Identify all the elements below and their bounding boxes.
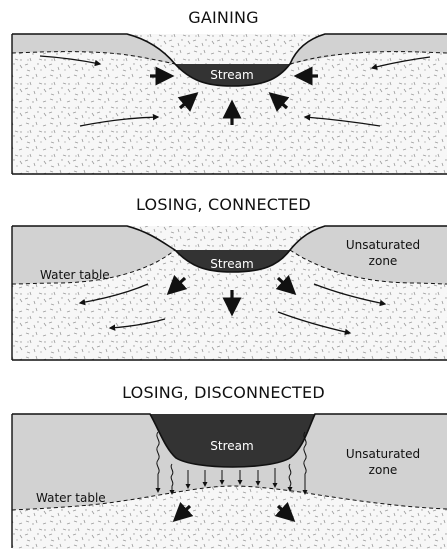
flow-arrow xyxy=(277,311,352,336)
seepage-arrows xyxy=(155,431,308,495)
water-table-right xyxy=(289,249,447,285)
water-table-right xyxy=(289,51,447,65)
flow-arrow xyxy=(303,114,381,127)
unsaturated-zone-label-line2: zone xyxy=(369,254,398,268)
flow-arrow xyxy=(313,283,387,307)
flow-arrow xyxy=(172,501,194,523)
flow-arrows xyxy=(172,501,296,523)
unsaturated-zone-label-line1: Unsaturated xyxy=(346,447,420,461)
seepage-arrow xyxy=(287,463,293,492)
flow-arrow xyxy=(177,92,199,112)
flow-arrows xyxy=(39,55,431,127)
flow-arrow xyxy=(268,92,290,112)
water-table-left xyxy=(11,249,176,285)
water-table xyxy=(11,485,447,511)
panel-title-losing-connected: LOSING, CONNECTED xyxy=(136,195,311,214)
flow-arrow xyxy=(39,55,102,67)
stream-label: Stream xyxy=(210,439,253,453)
panel-title-losing-disconnected: LOSING, DISCONNECTED xyxy=(122,383,325,402)
flow-arrow xyxy=(78,283,149,306)
water-table-left xyxy=(11,51,176,65)
saturated-zone xyxy=(12,34,447,174)
stream xyxy=(175,250,290,272)
seepage-arrow xyxy=(155,431,161,493)
unsaturated-zone-left xyxy=(12,226,175,284)
unsaturated-zone-label-line1: Unsaturated xyxy=(346,238,420,252)
unsaturated-zone-right xyxy=(290,226,447,284)
flow-arrows xyxy=(78,274,387,336)
water-table-label: Water table xyxy=(40,268,110,282)
seepage-arrow xyxy=(302,431,308,495)
diagram-gaining: Stream xyxy=(11,33,447,175)
flow-arrow xyxy=(166,274,188,296)
flow-arrow xyxy=(275,274,297,296)
stream xyxy=(175,64,290,86)
flow-arrow xyxy=(79,113,160,127)
unsaturated-zone-right xyxy=(290,34,447,64)
stream-label: Stream xyxy=(210,68,253,82)
water-table-label: Water table xyxy=(36,491,106,505)
seepage-arrow xyxy=(169,463,175,495)
land-surface xyxy=(12,225,447,273)
diagram-losing-connected: Stream Water table Unsaturated zone xyxy=(11,225,447,361)
land-surface xyxy=(12,33,447,87)
diagram-losing-disconnected: Stream Water table Unsaturated zone xyxy=(11,413,447,549)
stream xyxy=(150,414,315,467)
stream-label: Stream xyxy=(210,257,253,271)
unsaturated-zone-label-line2: zone xyxy=(369,463,398,477)
flow-arrow xyxy=(370,56,431,70)
flow-arrow xyxy=(274,501,296,523)
flow-arrow xyxy=(108,318,166,331)
panel-title-gaining: GAINING xyxy=(188,8,259,27)
